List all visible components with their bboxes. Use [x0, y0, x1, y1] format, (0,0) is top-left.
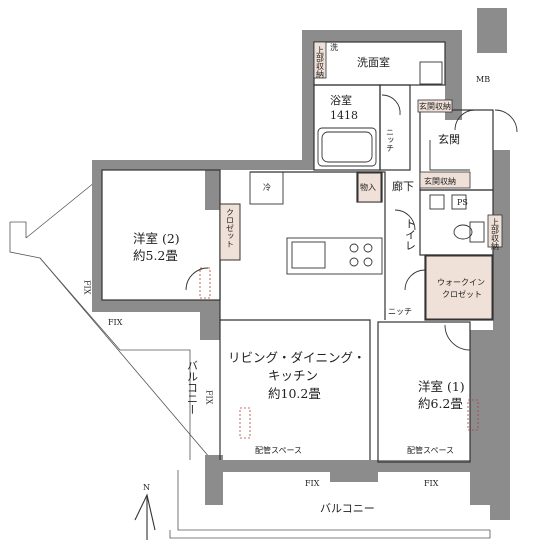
closet-fill: [219, 203, 241, 261]
walkin-closet-label-1: ウォークイン: [437, 278, 485, 287]
fix-bottom-1-label: FIX: [305, 479, 320, 488]
toilet-label: トイレ: [404, 218, 417, 251]
ps-label: PS: [457, 198, 468, 207]
ldk-label-2: キッチン: [268, 368, 318, 383]
balcony-bottom-label: バルコニー: [320, 502, 375, 515]
fix-ldk-vertical-label: FIX: [205, 390, 214, 405]
fixtures: [185, 61, 518, 351]
western-room-1-label: 洋室 (1): [418, 379, 465, 394]
entrance-label: 玄関: [438, 132, 460, 146]
upper-storage-2-label: 上部収納: [491, 218, 500, 251]
north-arrow-icon: N: [134, 483, 156, 540]
piping-1-label: 配管スペース: [255, 445, 302, 455]
storage-label: 物入: [360, 182, 376, 192]
ldk-size: 約10.2畳: [268, 386, 321, 401]
entrance-storage-top-fill: [417, 99, 453, 113]
storage-fill: [357, 172, 382, 203]
upper-storage-2-fill: [487, 214, 503, 248]
svg-text:N: N: [143, 483, 150, 492]
closet-label: クロゼット: [226, 208, 235, 248]
fix-left-vertical-label: FIX: [83, 280, 92, 295]
walkin-closet-label-2: クロゼット: [442, 289, 482, 299]
balcony-outline: [9, 177, 491, 539]
exterior-walls: [92, 8, 510, 520]
western-room-2-size: 約5.2畳: [133, 248, 178, 263]
upper-storage-1-fill: [313, 41, 327, 79]
western-room-2-label: 洋室 (2): [133, 231, 180, 246]
entrance-storage-label: 玄関収納: [424, 176, 456, 186]
bathroom-size-label: 1418: [330, 109, 358, 122]
piping-2-label: 配管スペース: [407, 445, 454, 455]
balcony-left-label: バルコニー: [186, 360, 199, 415]
niche-1-label: ニッチ: [386, 128, 395, 152]
fix-top-left-label: FIX: [108, 318, 123, 327]
western-room-1-size: 約6.2畳: [418, 396, 463, 411]
walkin-closet-fill: [425, 255, 493, 320]
fridge-label: 冷: [263, 182, 271, 192]
bathroom-label: 浴室: [330, 93, 352, 107]
upper-storage-1-label: 上部収納: [316, 46, 325, 79]
washer-label: 洗: [330, 42, 338, 52]
mb-label: MB: [476, 75, 490, 84]
entrance-storage-fill: [419, 171, 471, 189]
entrance-storage-top-label: 玄関収納: [419, 101, 451, 111]
washroom-label: 洗面室: [357, 55, 390, 69]
corridor-label: 廊下: [392, 179, 414, 193]
niche-2-label: ニッチ: [388, 307, 412, 316]
ldk-label-1: リビング・ダイニング・: [228, 350, 366, 365]
fix-bottom-2-label: FIX: [424, 479, 439, 488]
dashed-storage: [199, 267, 479, 439]
